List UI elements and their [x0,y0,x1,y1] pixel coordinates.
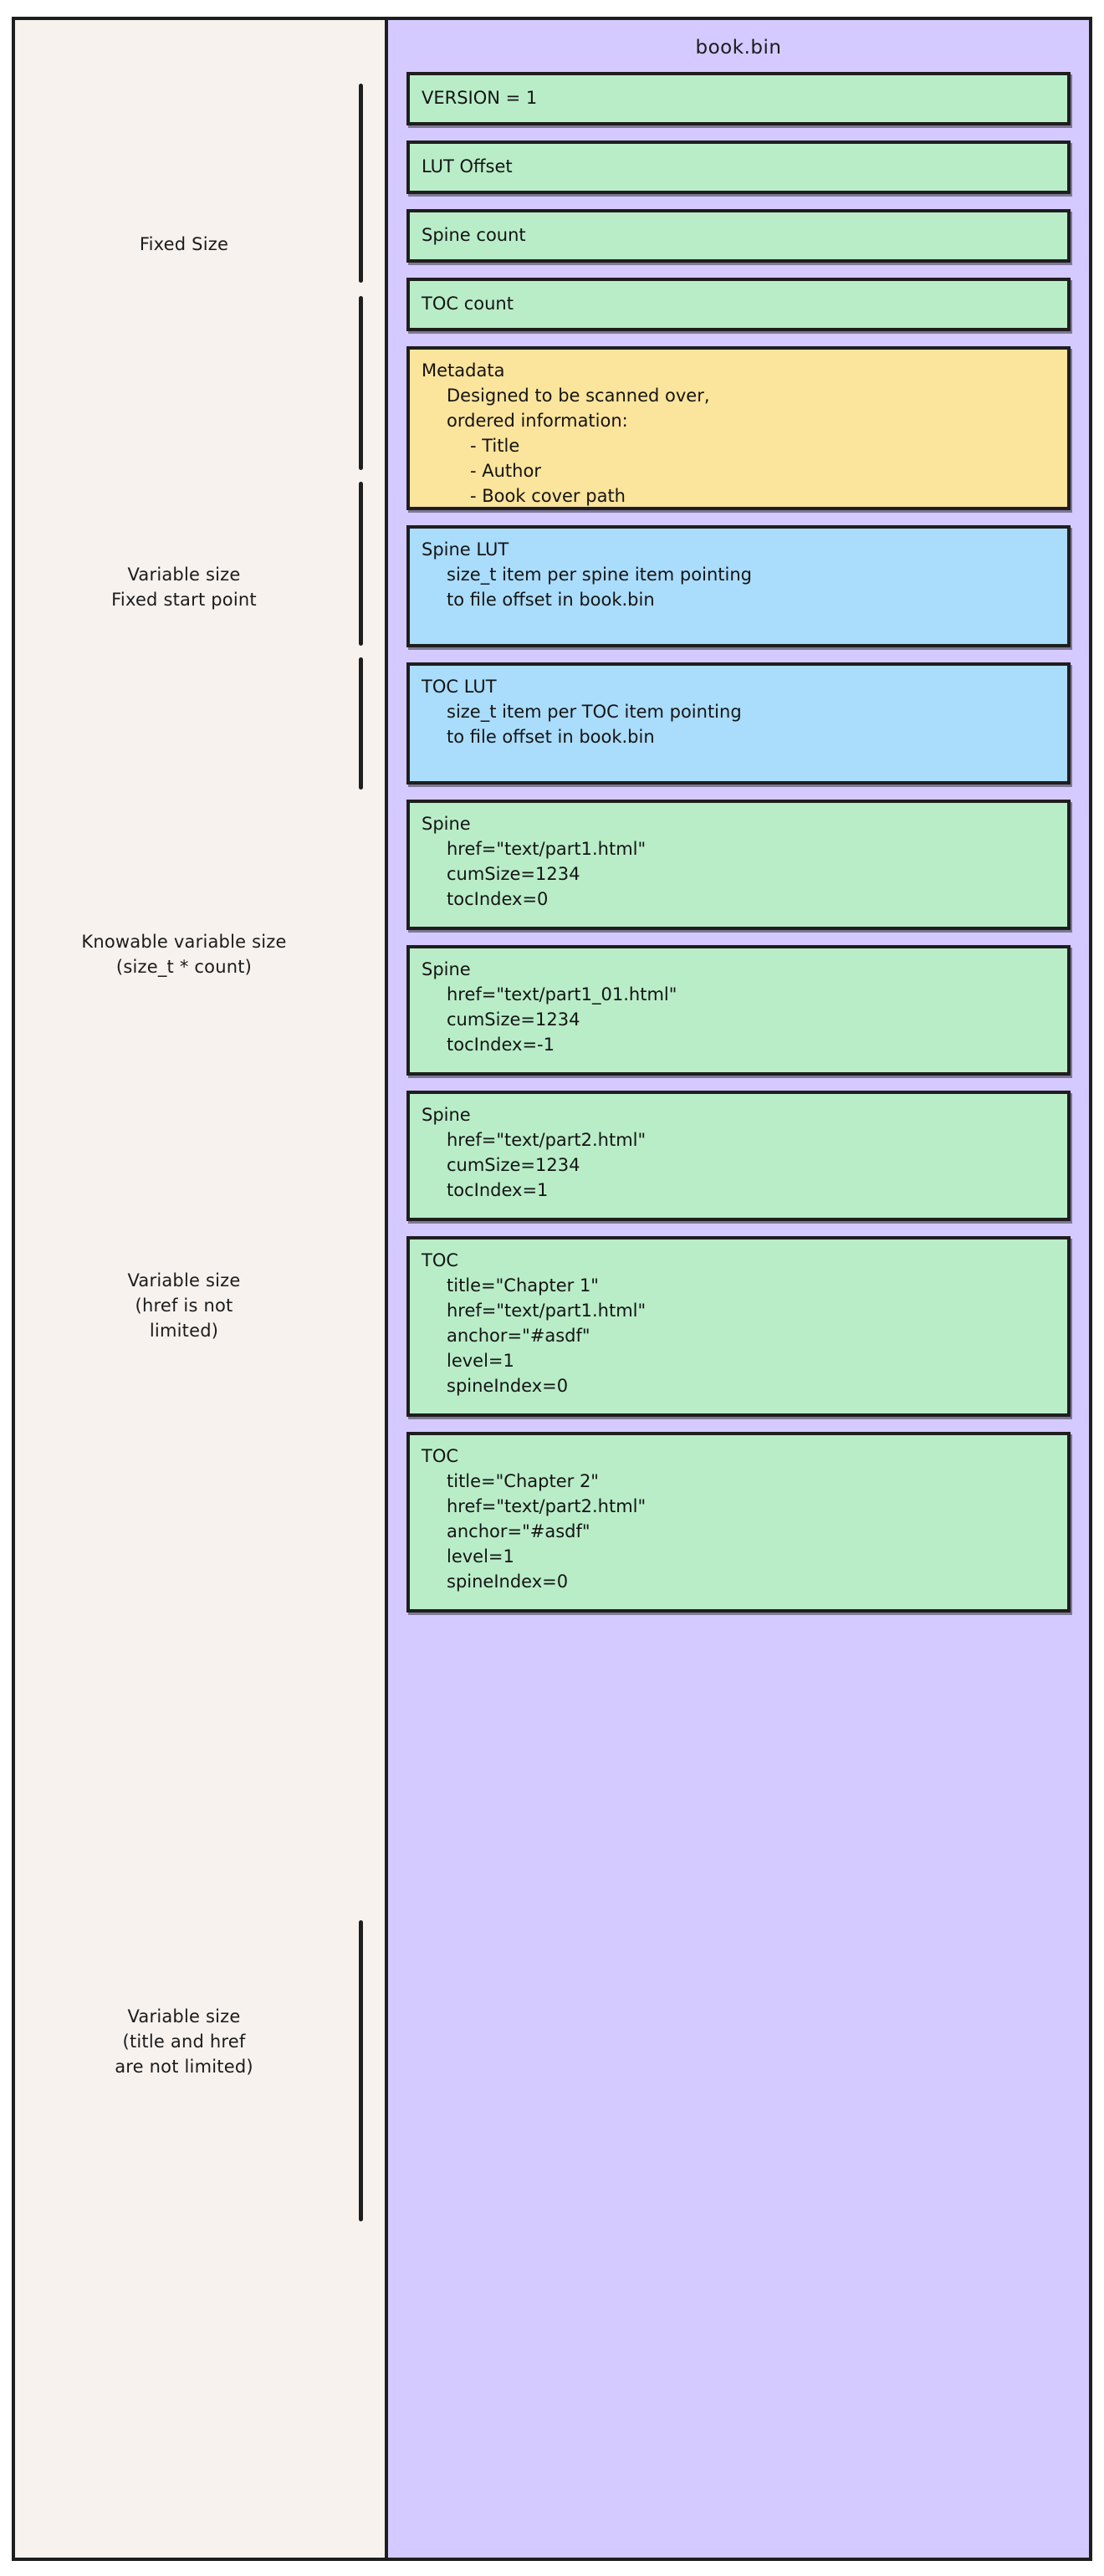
record-line: size_t item per TOC item pointing [447,702,742,722]
record-line: ordered information: [447,411,628,431]
record-spine-2: Spine href="text/part1_01.html" cumSize=12… [406,945,1071,1076]
bracket-variable-title-href [359,1920,363,2221]
record-line: Metadata [422,360,505,381]
record-version: VERSION = 1 [406,72,1071,125]
record-spine-1: Spine href="text/part1.html" cumSize=1234 t… [406,800,1071,930]
record-line: spineIndex=0 [447,1376,569,1396]
annotation-line: Variable size [127,2006,241,2027]
annotation-line: (title and href [122,2032,246,2052]
record-line: title="Chapter 2" [447,1471,599,1491]
record-line: level=1 [447,1351,514,1371]
annotation-line: Variable size [127,565,241,585]
record-spine-lut: Spine LUT size_t item per spine item poin… [406,525,1071,647]
record-spine-3: Spine href="text/part2.html" cumSize=1234 t… [406,1091,1071,1221]
record-line: Spine [422,814,471,834]
record-toc-count: TOC count [406,278,1071,331]
record-line: href="text/part2.html" [447,1496,647,1516]
record-lut-offset: LUT Offset [406,141,1071,194]
record-line: Spine count [422,225,526,245]
record-line: href="text/part1.html" [447,1301,647,1321]
annotation-fixed-size: Fixed Size [15,232,353,257]
annotation-line: Variable size [127,1270,241,1291]
annotation-line: Knowable variable size [81,932,287,952]
record-line: - Title [470,436,520,456]
book-bin-layout-diagram: Fixed Size Variable size Fixed start poi… [12,17,1092,2561]
record-line: cumSize=1234 [447,1009,580,1030]
bracket-knowable-variable [359,482,363,646]
record-line: anchor="#asdf" [447,1521,590,1541]
record-line: cumSize=1234 [447,1155,580,1175]
annotation-line: Fixed start point [111,590,257,610]
bracket-fixed-size [359,84,363,283]
record-line: - Author [470,461,541,481]
record-line: href="text/part1.html" [447,839,647,859]
record-line: spineIndex=0 [447,1572,569,1592]
record-line: LUT Offset [422,156,513,176]
record-line: tocIndex=1 [447,1180,549,1200]
annotation-line: (size_t * count) [115,957,253,977]
record-line: TOC LUT [422,677,497,697]
record-line: tocIndex=0 [447,889,549,909]
record-line: TOC count [422,294,514,314]
record-line: VERSION = 1 [422,88,538,108]
record-line: to file offset in book.bin [447,727,655,747]
annotation-line: (href is not [135,1296,233,1316]
record-line: Spine [422,1105,471,1125]
record-line: TOC [422,1250,459,1270]
record-line: Spine [422,959,471,979]
record-line: Designed to be scanned over, [447,386,710,406]
annotation-variable-size-href: Variable size (href is not limited) [15,1268,353,1343]
record-line: href="text/part2.html" [447,1130,647,1150]
file-title: book.bin [695,37,782,59]
record-line: level=1 [447,1546,514,1567]
bracket-variable-href [359,657,363,790]
annotation-line: Fixed Size [139,234,229,254]
annotation-line: are not limited) [115,2057,253,2077]
annotation-variable-size-title-href: Variable size (title and href are not li… [15,2004,353,2079]
record-line: tocIndex=-1 [447,1035,555,1055]
record-line: Spine LUT [422,539,509,560]
annotation-line: limited) [149,1321,219,1341]
record-spine-count: Spine count [406,209,1071,263]
record-line: TOC [422,1446,459,1466]
record-toc-2: TOC title="Chapter 2" href="text/part2.htm… [406,1432,1071,1613]
bracket-variable-fixed-start [359,296,363,470]
annotation-knowable-variable-size: Knowable variable size (size_t * count) [15,929,353,979]
record-line: anchor="#asdf" [447,1326,590,1346]
record-toc-lut: TOC LUT size_t item per TOC item pointing… [406,662,1071,785]
record-line: - Book cover path [470,486,626,506]
annotation-variable-fixed-start: Variable size Fixed start point [15,562,353,612]
record-toc-1: TOC title="Chapter 1" href="text/part1.htm… [406,1236,1071,1417]
record-line: to file offset in book.bin [447,590,655,610]
record-line: size_t item per spine item pointing [447,565,752,585]
record-line: title="Chapter 1" [447,1275,599,1296]
record-line: cumSize=1234 [447,864,580,884]
record-line: href="text/part1_01.html" [447,984,677,1004]
annotation-column: Fixed Size Variable size Fixed start poi… [12,17,385,2561]
